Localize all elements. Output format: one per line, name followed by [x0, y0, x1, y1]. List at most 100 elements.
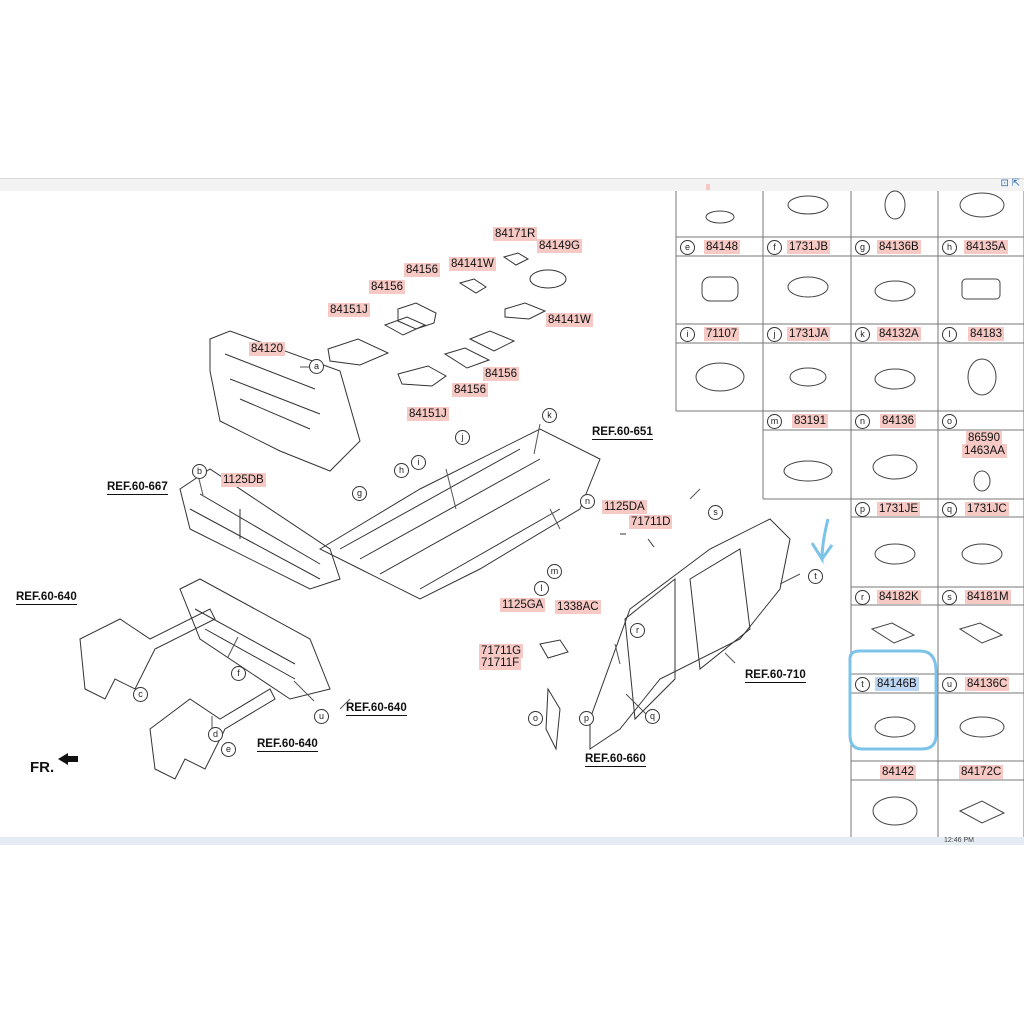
table-part-label[interactable]: 84135A — [964, 240, 1008, 254]
pad-shape — [397, 365, 447, 387]
cell-letter: q — [942, 502, 957, 517]
cell-letter: i — [680, 327, 695, 342]
table-part-label[interactable]: 84142 — [880, 765, 916, 779]
ref-label[interactable]: REF.60-667 — [107, 481, 168, 495]
part-label[interactable]: 1338AC — [555, 600, 601, 614]
part-label[interactable]: 84151J — [328, 303, 370, 317]
ref-label[interactable]: REF.60-640 — [257, 738, 318, 752]
part-label[interactable]: 1125DA — [602, 500, 647, 514]
table-part-label[interactable]: 1731JE — [877, 502, 921, 516]
part-label[interactable]: 84156 — [404, 263, 440, 277]
table-part-label[interactable]: 1731JB — [787, 240, 831, 254]
part-label[interactable]: 71711F — [479, 656, 522, 670]
ref-label[interactable]: REF.60-640 — [346, 702, 407, 716]
callout-a: a — [309, 359, 324, 374]
part-label[interactable]: 84149G — [537, 239, 582, 253]
callout-h: h — [394, 463, 409, 478]
floor-pan-drawing — [318, 428, 601, 600]
screenshot-region: ⊡ ⇱ — [0, 178, 1024, 845]
table-part-label[interactable]: 1731JA — [787, 327, 831, 341]
leader-lines — [197, 366, 801, 736]
part-label[interactable]: 84141W — [449, 257, 496, 271]
part-label[interactable]: 84120 — [249, 342, 285, 356]
table-part-label[interactable]: 84136B — [877, 240, 921, 254]
ref-label[interactable]: REF.60-640 — [16, 591, 77, 605]
table-part-label[interactable]: 86590 — [966, 431, 1002, 445]
cell-letter: p — [855, 502, 870, 517]
taskbar: 12:46 PM — [0, 837, 1024, 845]
callout-m: m — [547, 564, 562, 579]
table-part-label[interactable]: 84148 — [704, 240, 740, 254]
table-part-label[interactable]: 84183 — [968, 327, 1004, 341]
bolt-drawing — [239, 509, 655, 548]
part-label[interactable]: 84156 — [369, 280, 405, 294]
callout-d: d — [208, 727, 223, 742]
part-label[interactable]: 84156 — [483, 367, 519, 381]
part-label[interactable]: 84151J — [407, 407, 449, 421]
lower-dash-drawing — [179, 578, 331, 700]
table-part-label[interactable]: 84172C — [959, 765, 1004, 779]
table-part-label[interactable]: 83191 — [792, 414, 828, 428]
cell-letter: r — [855, 590, 870, 605]
side-body-drawing — [624, 548, 751, 721]
pad-shape — [504, 302, 547, 320]
table-part-label[interactable]: 84182K — [877, 590, 921, 604]
table-cut-label — [706, 184, 710, 190]
side-member-drawing — [79, 608, 216, 700]
highlight-circle — [848, 649, 938, 751]
cowl-panel-drawing — [189, 493, 321, 580]
table-part-label[interactable]: 84181M — [965, 590, 1011, 604]
ref-label[interactable]: REF.60-651 — [592, 426, 653, 440]
parts-exploded-diagram — [58, 190, 1024, 839]
part-label[interactable]: 1125DB — [221, 473, 266, 487]
cell-letter: o — [942, 414, 957, 429]
side-body-drawing — [589, 518, 791, 750]
ref-label[interactable]: REF.60-660 — [585, 753, 646, 767]
callout-i: i — [411, 455, 426, 470]
table-part-label[interactable]: 84136C — [965, 677, 1010, 691]
cell-letter: m — [767, 414, 782, 429]
part-label[interactable]: 71711G — [479, 644, 524, 658]
table-part-label[interactable]: 84136 — [880, 414, 916, 428]
cell-letter: l — [942, 327, 957, 342]
callout-j: j — [455, 430, 470, 445]
window-corner-icons[interactable]: ⊡ ⇱ — [1000, 178, 1020, 189]
annotation-arrow — [810, 518, 834, 565]
pad-shape — [458, 278, 487, 294]
table-part-label-highlighted[interactable]: 84146B — [875, 677, 919, 691]
part-label[interactable]: 84141W — [546, 313, 593, 327]
cell-letter: k — [855, 327, 870, 342]
callout-u: u — [314, 709, 329, 724]
side-member-drawing — [149, 688, 276, 780]
callout-r: r — [630, 623, 645, 638]
cell-letter: u — [942, 677, 957, 692]
table-part-label[interactable]: 71107 — [704, 327, 740, 341]
callout-q: q — [645, 709, 660, 724]
dash-panel-drawing — [224, 353, 321, 430]
part-label[interactable]: 1125GA — [500, 598, 546, 612]
cell-letter: n — [855, 414, 870, 429]
callout-n: n — [580, 494, 595, 509]
pad-shape — [383, 316, 427, 336]
cell-letter: f — [767, 240, 782, 255]
part-label[interactable]: 84156 — [452, 383, 488, 397]
table-part-label[interactable]: 1731JC — [965, 502, 1009, 516]
front-arrow-icon — [58, 753, 78, 765]
front-direction-label: FR. — [30, 759, 55, 776]
callout-s: s — [708, 505, 723, 520]
table-part-label[interactable]: 84132A — [877, 327, 921, 341]
callout-o: o — [528, 711, 543, 726]
cell-letter: s — [942, 590, 957, 605]
callout-l: l — [534, 581, 549, 596]
part-label[interactable]: 71711D — [629, 515, 673, 529]
bracket-drawing — [539, 639, 569, 751]
callout-p: p — [579, 711, 594, 726]
callout-k: k — [542, 408, 557, 423]
ref-label[interactable]: REF.60-710 — [745, 669, 806, 683]
table-part-label[interactable]: 1463AA — [962, 444, 1007, 458]
cell-letter: t — [855, 677, 870, 692]
part-label[interactable]: 84171R — [493, 227, 538, 241]
callout-e: e — [221, 742, 236, 757]
dash-panel-drawing — [209, 330, 361, 472]
pad-shape — [443, 347, 491, 369]
